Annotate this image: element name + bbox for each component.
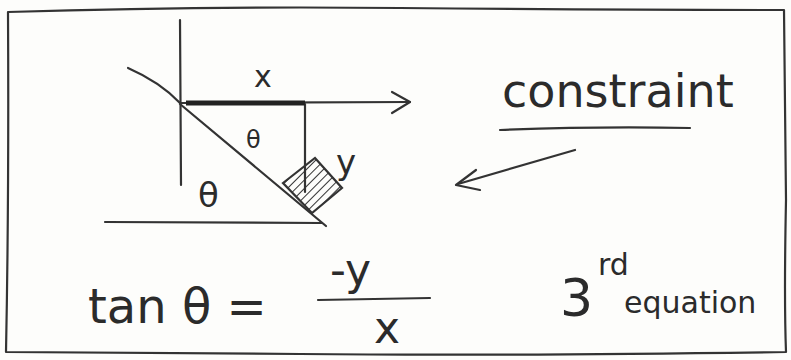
ground-line: [105, 222, 322, 223]
denominator: x: [374, 306, 400, 350]
frame: [6, 8, 786, 355]
curve: [128, 68, 180, 103]
angle-label: θ: [246, 128, 261, 152]
axis-arrowhead: [392, 92, 410, 113]
equation-number: 3: [560, 272, 593, 324]
pointer-arrowhead: [456, 170, 480, 190]
fraction-bar: [318, 298, 430, 300]
equation-text: tan θ =: [88, 282, 267, 330]
pointer-arrow: [458, 150, 575, 184]
angle-label: θ: [198, 178, 219, 212]
equation-note: equation: [624, 288, 756, 318]
y-label: y: [336, 145, 356, 179]
x-axis: [180, 102, 410, 103]
ordinal-suffix: rd: [598, 250, 629, 280]
x-label: x: [254, 62, 272, 92]
constraint-note: constraint: [502, 68, 734, 114]
block: [283, 158, 342, 213]
numerator: -y: [330, 248, 371, 292]
incline-line: [180, 104, 326, 226]
underline: [500, 127, 690, 130]
x-segment: [186, 101, 305, 106]
